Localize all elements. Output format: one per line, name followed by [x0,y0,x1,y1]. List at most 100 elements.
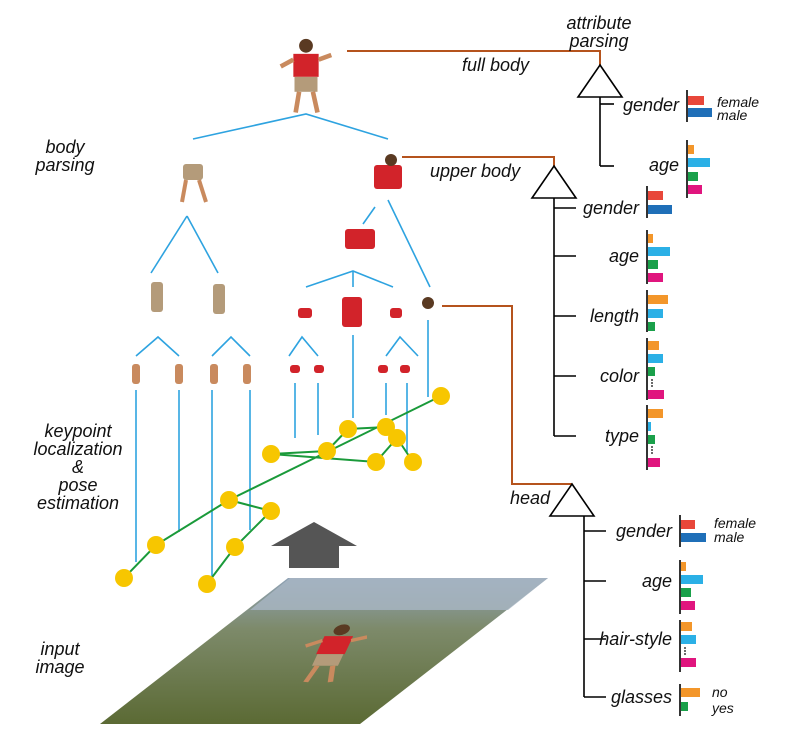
keypoint [432,387,450,405]
head-thumbnail [385,154,397,166]
attribute-label: gender [582,198,639,218]
left-arm-thumbnail [298,308,312,318]
full-body-label: full body [462,55,530,75]
input-image-photo [100,578,548,724]
attribute-label: gender [622,95,679,115]
arm-piece-thumbnail [290,365,300,373]
attribute-bar [688,108,712,117]
attribute-bar [681,588,691,597]
attribute-bar [681,601,695,610]
attribute-bar [648,322,655,331]
leg-piece-thumbnail [210,364,218,384]
attribute-tree [553,97,614,698]
full-body-thumbnail [281,39,332,113]
grammar-triangle [530,164,578,199]
attribute-label: type [604,426,639,446]
attribute-bar [688,185,702,194]
attribute-label: hair-style [599,629,672,649]
ellipsis-dot [651,379,653,381]
torso-arms-thumbnail [345,229,375,249]
attribute-bar [648,435,655,444]
keypoint [147,536,165,554]
attribute-bar [648,367,655,376]
keypoint [388,429,406,447]
attribute-label: female [714,515,757,531]
ellipsis-dot [651,452,653,454]
attribute-bar [681,533,706,542]
left-leg-thumbnail [151,282,163,312]
ellipsis-dot [684,647,686,649]
leg-piece-thumbnail [243,364,251,384]
brown-link-lines [347,50,601,485]
attribute-bar [681,622,692,631]
leg-piece-thumbnail [175,364,183,384]
attribute-label: male [714,529,745,545]
lower-body-thumbnail [183,164,203,180]
attribute-bar [648,354,663,363]
attribute-bar [648,205,672,214]
ellipsis-dot [651,446,653,448]
attribute-label: female [717,94,760,110]
keypoint [262,445,280,463]
ellipsis-dot [651,449,653,451]
arm-piece-thumbnail [400,365,410,373]
leg-piece-thumbnail [132,364,140,384]
attribute-bar [688,172,698,181]
ellipsis-dot [684,653,686,655]
attribute-bar [648,422,651,431]
torso-thumbnail [342,297,362,327]
attribute-bar [688,145,694,154]
attribute-label: age [641,571,672,591]
attribute-bar [648,458,660,467]
ellipsis-dot [651,382,653,384]
attribute-bars [646,90,712,716]
attribute-bar [688,158,710,167]
ellipsis-dot [651,385,653,387]
attribute-bar [681,575,703,584]
attribute-label: age [648,155,679,175]
attribute-label: length [589,306,639,326]
attribute-bar [681,702,688,711]
lower-body-leg [180,179,188,203]
attribute-label: no [712,684,728,700]
part-thumbnails [132,39,434,384]
keypoint [318,442,336,460]
attribute-bar [648,390,664,399]
grammar-triangles [530,63,624,517]
attribute-label: male [717,107,748,123]
attribute-bar [648,260,658,269]
attribute-bar [648,273,663,282]
attribute-bar [648,295,668,304]
ellipsis-dot [684,650,686,652]
arm-piece-thumbnail [378,365,388,373]
lower-body-leg [197,179,208,203]
keypoint [404,453,422,471]
attribute-bar [648,234,653,243]
head-part-thumbnail [422,297,434,309]
attribute-bar [681,658,696,667]
grammar-triangle [576,63,624,98]
attribute-label: color [599,366,639,386]
attribute-bar [648,191,663,200]
keypoint [220,491,238,509]
keypoint [115,569,133,587]
right-leg-thumbnail [213,284,225,314]
attribute-bar [681,635,696,644]
attribute-bar [681,688,700,697]
attribute-label: age [608,246,639,266]
attribute-bar [688,96,704,105]
keypoint [262,502,280,520]
attribute-bar [648,409,663,418]
attribute-bar [648,309,663,318]
attribute-bar [648,341,659,350]
upper-body-thumbnail [374,165,402,189]
attribute-label: yes [712,700,734,716]
keypoint [367,453,385,471]
attribute-label: gender [615,521,672,541]
keypoint [226,538,244,556]
